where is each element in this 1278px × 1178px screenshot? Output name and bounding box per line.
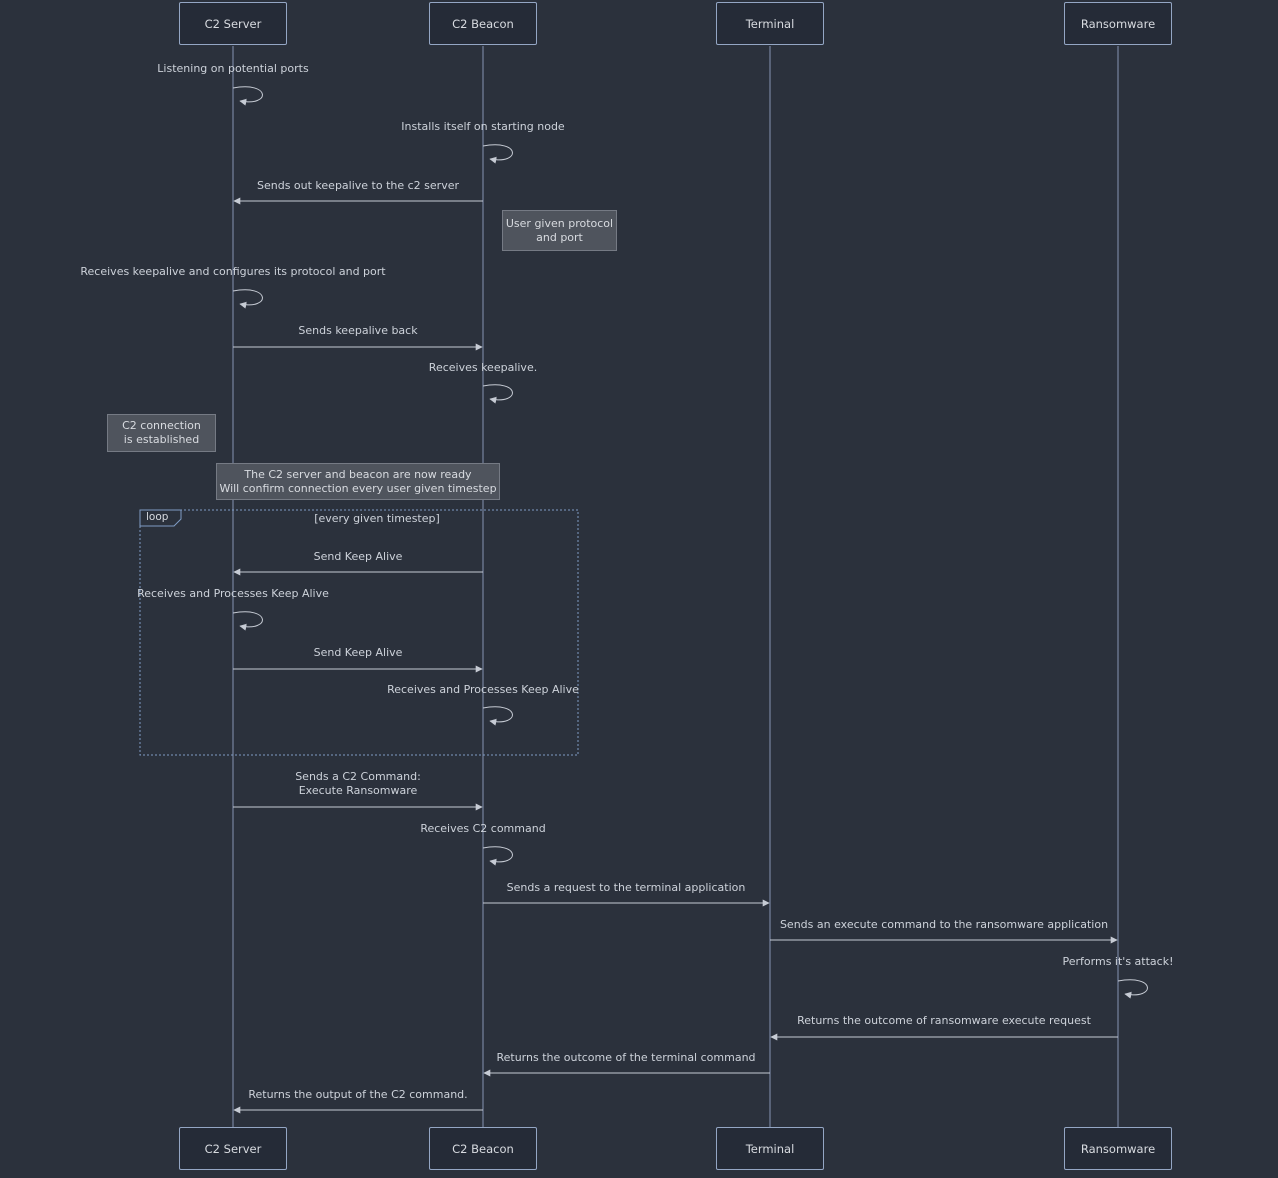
- message-label: Receives keepalive.: [428, 361, 538, 374]
- participant-ransomware-bottom: Ransomware: [1064, 1127, 1172, 1170]
- note-server-beacon-ready: The C2 server and beacon are now ready W…: [216, 463, 500, 500]
- note-line-1: The C2 server and beacon are now ready: [244, 467, 472, 481]
- participant-c2-server-bottom: C2 Server: [179, 1127, 287, 1170]
- note-line-2: Will confirm connection every user given…: [219, 481, 497, 495]
- note-line-2: is established: [123, 433, 200, 446]
- message-label: Sends a C2 Command: Execute Ransomware: [295, 770, 421, 798]
- note-line-1: C2 connection: [122, 419, 201, 432]
- message-label: Receives keepalive and configures its pr…: [80, 265, 386, 278]
- message-label: Send Keep Alive: [313, 550, 403, 563]
- note-line-2: and port: [536, 230, 583, 244]
- message-label: Performs it's attack!: [1062, 955, 1174, 968]
- loop-frame: [139, 509, 579, 756]
- message-label: Sends keepalive back: [298, 324, 418, 337]
- participant-c2-server-top: C2 Server: [179, 2, 287, 45]
- message-label: Receives and Processes Keep Alive: [137, 587, 329, 600]
- participant-c2-beacon-top: C2 Beacon: [429, 2, 537, 45]
- message-label: Sends a request to the terminal applicat…: [506, 881, 746, 894]
- participant-ransomware-top: Ransomware: [1064, 2, 1172, 45]
- loop-label: loop: [146, 511, 169, 523]
- message-label: Installs itself on starting node: [401, 120, 565, 133]
- note-user-given-protocol: User given protocol and port: [502, 210, 617, 251]
- message-label: Send Keep Alive: [313, 646, 403, 659]
- note-c2-connection-established: C2 connection is established: [107, 414, 216, 452]
- message-label: Returns the outcome of ransomware execut…: [797, 1014, 1091, 1027]
- message-label: Returns the output of the C2 command.: [248, 1088, 468, 1101]
- note-line-1: User given protocol: [505, 216, 614, 230]
- lifelines: [232, 46, 1119, 1127]
- participant-terminal-bottom: Terminal: [716, 1127, 824, 1170]
- message-label: Returns the outcome of the terminal comm…: [496, 1051, 756, 1064]
- message-label: Receives and Processes Keep Alive: [387, 683, 579, 696]
- message-line-1: Sends a C2 Command:: [295, 770, 421, 783]
- message-line-2: Execute Ransomware: [298, 784, 418, 797]
- message-label: Receives C2 command: [420, 822, 546, 835]
- message-arrows: [232, 86, 1148, 1114]
- participant-terminal-top: Terminal: [716, 2, 824, 45]
- loop-condition: [every given timestep]: [314, 512, 440, 525]
- message-label: Sends an execute command to the ransomwa…: [779, 918, 1109, 931]
- message-label: Sends out keepalive to the c2 server: [256, 179, 460, 192]
- participant-c2-beacon-bottom: C2 Beacon: [429, 1127, 537, 1170]
- message-label: Listening on potential ports: [157, 62, 309, 75]
